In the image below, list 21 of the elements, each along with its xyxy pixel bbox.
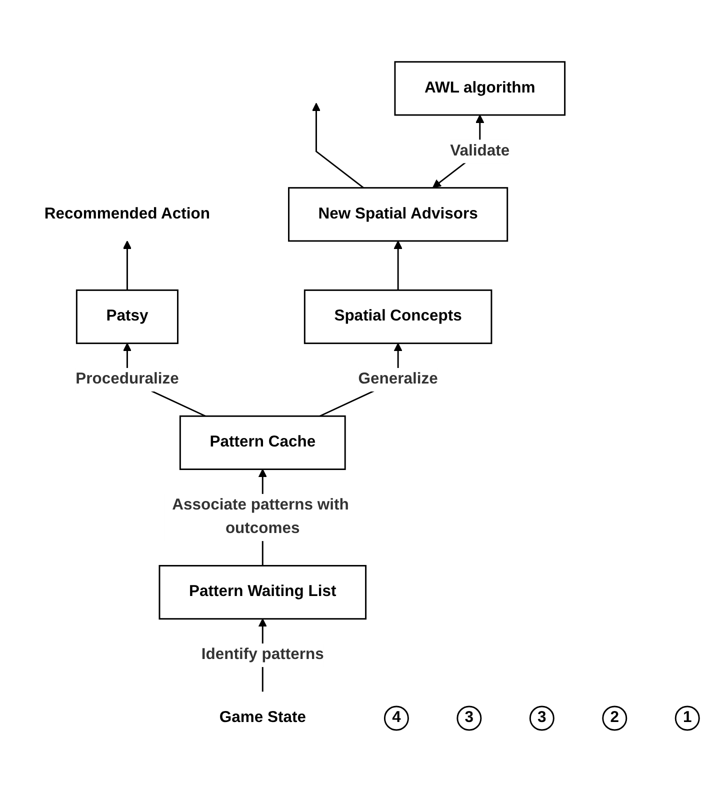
node-circle: 3	[456, 705, 482, 730]
node-circle: 4	[384, 705, 409, 730]
arrow	[394, 240, 402, 290]
node-box: Patsy	[76, 289, 178, 344]
edge-label: Validate	[450, 142, 510, 159]
node-circle: 1	[674, 705, 700, 730]
node-circle: 3	[529, 705, 554, 730]
edge-label: Proceduralize	[76, 370, 179, 388]
edge-label: Generalize	[358, 370, 438, 388]
node-box: New Spatial Advisors	[288, 186, 508, 242]
arrow	[122, 240, 132, 290]
edge-label: Identify patterns	[201, 646, 324, 663]
node-box: Spatial Concepts	[304, 289, 492, 344]
arrow	[312, 102, 364, 188]
node-box: Pattern Waiting List	[158, 564, 367, 620]
node-box: Pattern Cache	[179, 415, 346, 470]
node-text: Game State	[219, 709, 306, 726]
node-text: Recommended Action	[44, 205, 210, 222]
node-box: AWL algorithm	[394, 60, 566, 116]
node-circle: 2	[602, 705, 628, 730]
edge-label: Associate patterns with outcomes	[172, 496, 349, 537]
